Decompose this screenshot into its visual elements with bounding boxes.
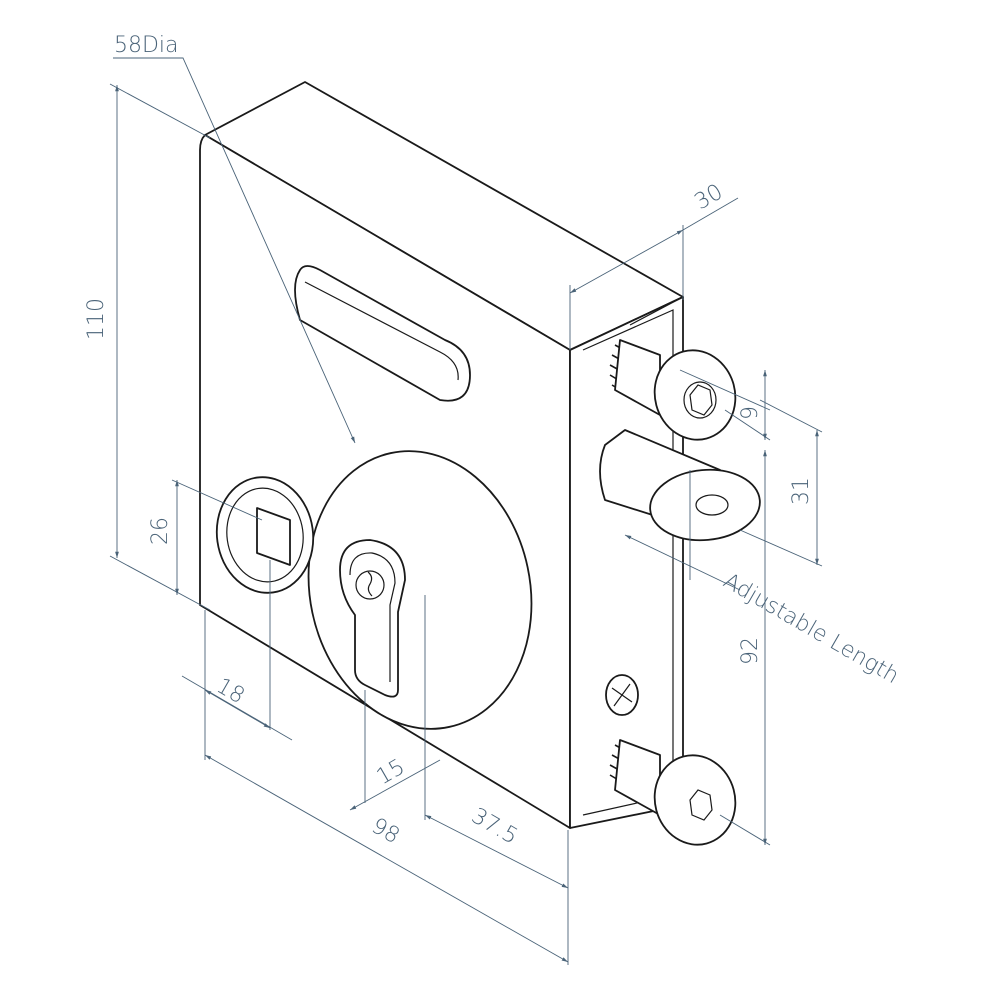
- label-26: 26: [148, 517, 173, 545]
- label-31: 31: [789, 477, 814, 505]
- bottom-screw: [609, 739, 737, 846]
- slot-inner: [304, 281, 459, 381]
- label-110: 110: [84, 298, 109, 340]
- key-cylinder: [339, 539, 406, 698]
- label-adjustable-length: Adjustable Length: [719, 569, 903, 690]
- label-58dia: 58Dia: [114, 33, 179, 58]
- label-37-5: 37.5: [467, 804, 522, 850]
- side-plate-inner: [582, 309, 674, 816]
- label-18: 18: [212, 674, 249, 710]
- top-screw: [609, 339, 737, 441]
- label-15: 15: [373, 755, 410, 791]
- spindle-hole: [215, 476, 315, 594]
- top-inner-edge: [629, 296, 684, 326]
- label-98: 98: [367, 814, 404, 850]
- label-9: 9: [738, 406, 763, 420]
- dimension-lines: [109, 57, 823, 965]
- label-30: 30: [691, 180, 728, 216]
- label-92: 92: [738, 637, 763, 665]
- cross-screw: [605, 674, 639, 716]
